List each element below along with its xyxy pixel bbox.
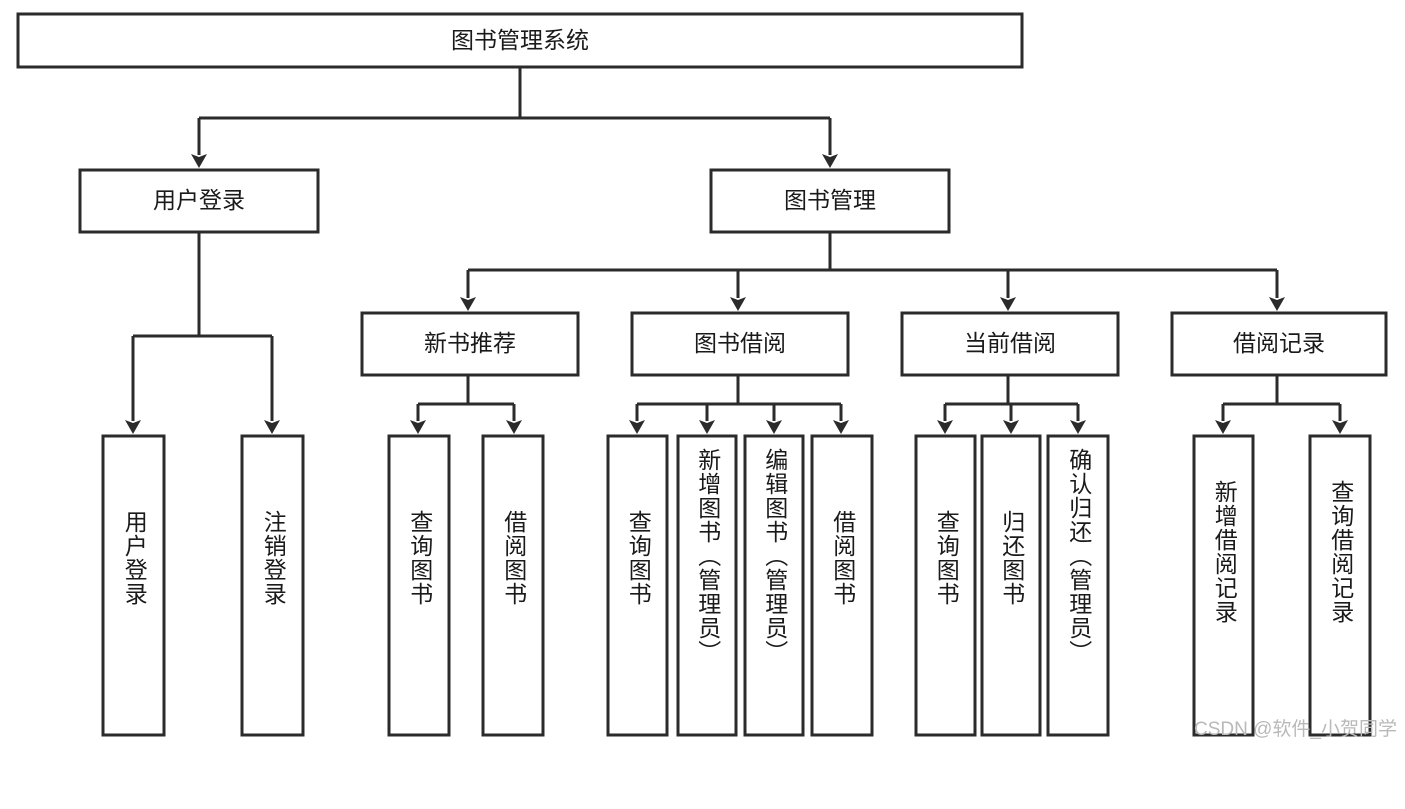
node-root-box[interactable] bbox=[16, 12, 1024, 69]
node-new-book-recommend-label: 新书推荐 bbox=[424, 330, 516, 356]
node-new-book-recommend[interactable]: 新书推荐 bbox=[360, 311, 580, 377]
leaf-box-borrow-book[interactable] bbox=[810, 434, 874, 737]
node-new-book-recommend-box[interactable] bbox=[360, 311, 580, 377]
node-user-login-box[interactable] bbox=[78, 168, 320, 234]
leaf-box-query-book-newbook[interactable] bbox=[387, 434, 451, 737]
leaf-box-confirm-return-admin[interactable] bbox=[1046, 434, 1110, 737]
node-current-borrow-box[interactable] bbox=[900, 311, 1120, 377]
leaf-box-edit-book-admin[interactable] bbox=[743, 434, 805, 737]
leaf-box-logout[interactable] bbox=[240, 434, 305, 737]
leaf-box-return-book[interactable] bbox=[980, 434, 1042, 737]
node-borrow-records-label: 借阅记录 bbox=[1233, 330, 1325, 356]
node-root[interactable]: 图书管理系统 bbox=[16, 12, 1024, 69]
leaf-box-add-borrow-record[interactable] bbox=[1192, 434, 1255, 737]
node-current-borrow-label: 当前借阅 bbox=[964, 330, 1056, 356]
node-borrow-records[interactable]: 借阅记录 bbox=[1170, 311, 1388, 377]
hierarchy-diagram: 图书管理系统 用户登录 图书管理 新书推荐 图书借阅 当前借阅 借阅记录 bbox=[16, 12, 1388, 737]
node-user-login-label: 用户登录 bbox=[153, 187, 245, 213]
node-root-label: 图书管理系统 bbox=[451, 27, 589, 53]
node-current-borrow[interactable]: 当前借阅 bbox=[900, 311, 1120, 377]
node-user-login[interactable]: 用户登录 bbox=[78, 168, 320, 234]
leaf-box-query-borrow-record[interactable] bbox=[1308, 434, 1372, 737]
leaf-box-add-book-admin[interactable] bbox=[676, 434, 738, 737]
node-book-borrow-label: 图书借阅 bbox=[694, 330, 786, 356]
node-book-management[interactable]: 图书管理 bbox=[709, 168, 951, 234]
leaf-box-user-login[interactable] bbox=[101, 434, 166, 737]
node-book-borrow[interactable]: 图书借阅 bbox=[630, 311, 850, 377]
leaf-box-borrow-book-newbook[interactable] bbox=[481, 434, 545, 737]
leaf-box-query-book-borrow[interactable] bbox=[606, 434, 669, 737]
node-book-management-box[interactable] bbox=[709, 168, 951, 234]
node-borrow-records-box[interactable] bbox=[1170, 311, 1388, 377]
diagram-canvas-root: 图书管理系统 用户登录 图书管理 新书推荐 图书借阅 当前借阅 借阅记录 bbox=[16, 12, 1397, 740]
node-book-management-label: 图书管理 bbox=[784, 187, 876, 213]
leaf-box-layer bbox=[101, 434, 1372, 737]
leaf-box-query-book-current[interactable] bbox=[914, 434, 977, 737]
connector-layer bbox=[125, 67, 1348, 434]
node-book-borrow-box[interactable] bbox=[630, 311, 850, 377]
